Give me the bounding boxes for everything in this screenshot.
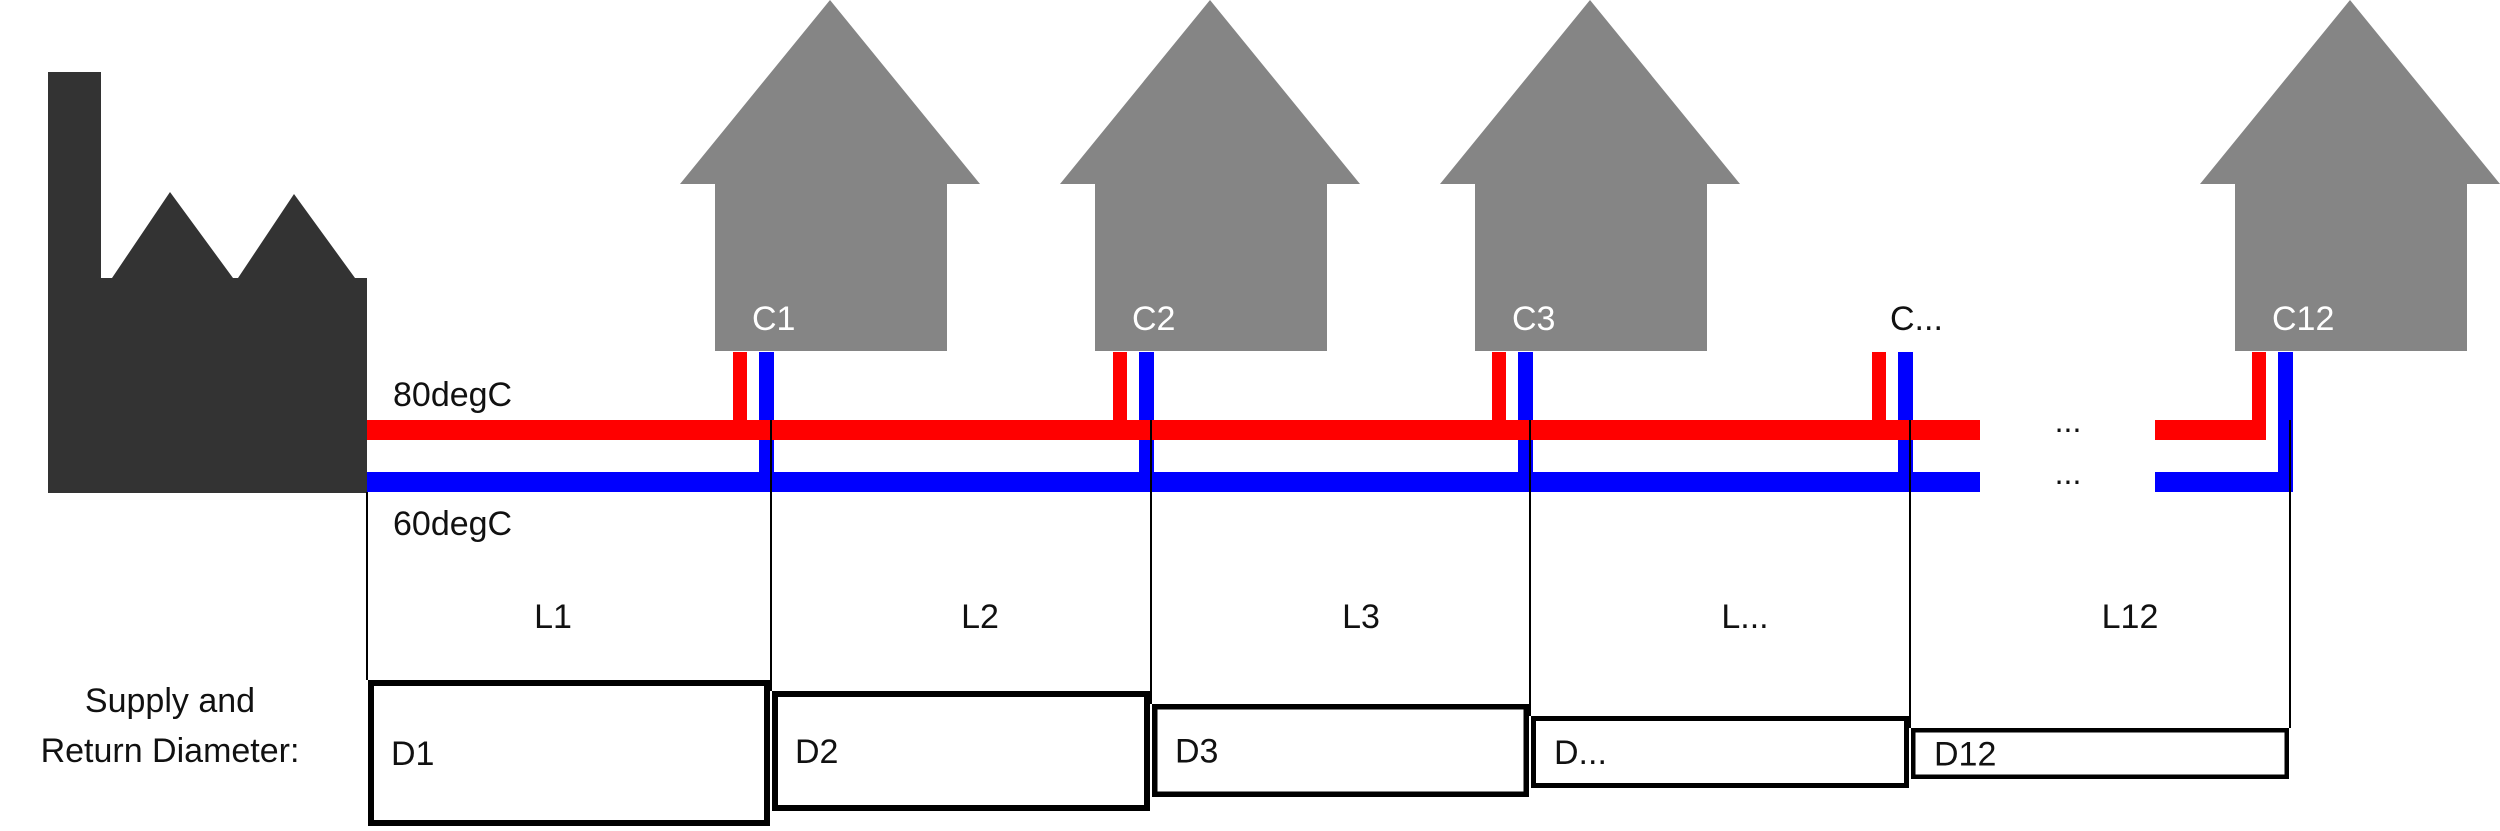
consumer-branch xyxy=(1113,352,1154,482)
consumer-branch xyxy=(1872,352,1913,482)
segment-diameter-label: D3 xyxy=(1175,733,1218,771)
house-icon xyxy=(1060,0,1360,351)
houses: C1 C2 C3 C... C12 xyxy=(680,0,2500,351)
return-temperature-label: 60degC xyxy=(393,505,512,543)
consumer-label: C2 xyxy=(1132,300,1175,338)
supply-ellipsis: ... xyxy=(2055,403,2082,439)
segment-length-label: L1 xyxy=(534,598,572,636)
main-pipes xyxy=(367,420,2293,492)
segment-length-label: L... xyxy=(1721,598,1768,636)
diameter-box xyxy=(1152,704,1529,797)
segment-length-label: L3 xyxy=(1342,598,1380,636)
supply-pipe xyxy=(367,420,1980,440)
return-pipe-end xyxy=(2155,472,2293,492)
diameter-boxes xyxy=(368,680,2289,826)
segment-diameter-label: D2 xyxy=(795,733,838,771)
return-pipe xyxy=(367,472,1980,492)
diameter-box xyxy=(368,680,770,826)
consumer-label: C... xyxy=(1890,300,1943,338)
segment-length-label: L2 xyxy=(961,598,999,636)
segment-length-label: L12 xyxy=(2102,598,2159,636)
segment-diameter-label: D1 xyxy=(391,735,434,773)
segment-diameter-label: D12 xyxy=(1934,736,1996,774)
consumer-branch xyxy=(1492,352,1533,482)
house-icon xyxy=(1440,0,1740,351)
house-icon xyxy=(680,0,980,351)
consumer-branch xyxy=(733,352,774,482)
supply-temperature-label: 80degC xyxy=(393,376,512,414)
diameter-box xyxy=(1911,728,2289,779)
diameter-box xyxy=(1531,716,1909,788)
consumer-branch xyxy=(2252,352,2293,492)
diameter-caption-line2: Return Diameter: xyxy=(41,732,300,770)
consumer-label: C12 xyxy=(2272,300,2334,338)
consumer-label: C1 xyxy=(752,300,795,338)
segment-length-boxes xyxy=(366,420,2291,728)
factory-icon xyxy=(48,72,367,493)
consumer-label: C3 xyxy=(1512,300,1555,338)
diameter-caption-line1: Supply and xyxy=(85,682,255,720)
supply-pipe-end xyxy=(2155,420,2253,440)
return-ellipsis: ... xyxy=(2055,455,2082,491)
house-icon xyxy=(2200,0,2500,351)
segment-diameter-label: D... xyxy=(1554,734,1607,772)
diameter-box xyxy=(772,691,1150,811)
